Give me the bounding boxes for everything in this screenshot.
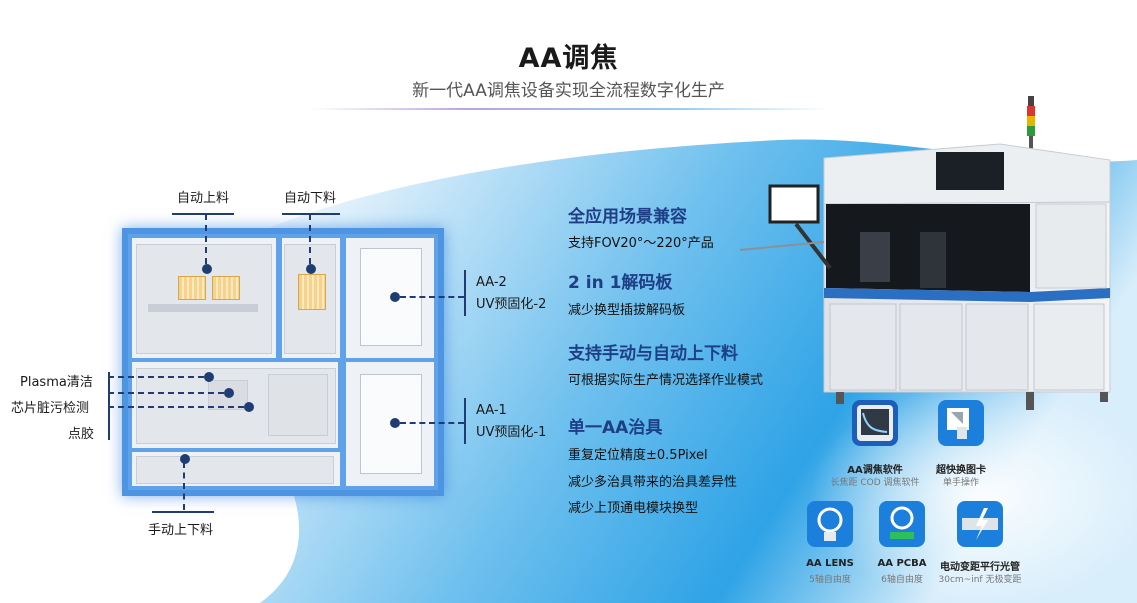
subtitle-divider [310,108,830,110]
icon-sublabel: 长焦距 COD 调焦软件 [830,478,920,488]
feature-text: 减少换型插拔解码板 [568,303,686,318]
icon-label: AA调焦软件 [847,465,903,476]
label-aa1-line2: UV预固化-1 [476,425,547,440]
aa-machine-illustration [740,96,1111,410]
icon-sublabel: 30cm~inf 无极变距 [938,575,1022,585]
marker-aa1 [390,418,400,428]
marker-manual [180,454,190,464]
marker-auto-unload [306,264,316,274]
icon-sublabel: 6轴自由度 [881,575,923,585]
marker-aa2 [390,292,400,302]
aa-lens-icon [807,501,853,547]
marker-plasma [204,372,214,382]
marker-dispense [244,402,254,412]
tray [212,276,240,300]
collimator-icon [957,501,1003,547]
label-dispense: 点胶 [68,427,95,442]
page-subtitle: 新一代AA调焦设备实现全流程数字化生产 [412,81,725,101]
tray [178,276,206,300]
icon-label: 电动变距平行光管 [940,562,1020,573]
feature-text: 减少多治具带来的治具差异性 [568,475,738,490]
quick-chart-change-icon [938,400,984,446]
feature-heading: 支持手动与自动上下料 [568,344,738,364]
marker-auto-load [202,264,212,274]
label-chip-check: 芯片脏污检测 [11,401,90,416]
label-auto-load: 自动上料 [177,191,230,206]
page-title: AA调焦 [518,43,619,74]
feature-heading: 全应用场景兼容 [568,207,687,227]
feature-text: 支持FOV20°～220°产品 [568,236,714,251]
feature-text: 可根据实际生产情况选择作业模式 [568,373,764,388]
layout-schematic [122,228,444,496]
label-aa2-line1: AA-2 [476,275,507,290]
aa-pcba-icon [879,501,925,547]
tray [298,274,326,310]
label-aa1-line1: AA-1 [476,403,507,418]
feature-heading: 单一AA治具 [568,418,663,438]
icon-label: AA PCBA [877,558,927,569]
feature-text: 减少上顶通电模块换型 [568,501,699,516]
feature-text: 重复定位精度±0.5Pixel [568,448,708,463]
icon-label: AA LENS [806,558,854,569]
label-manual: 手动上下料 [148,523,214,538]
icon-sublabel: 5轴自由度 [809,575,851,585]
aa-software-icon [852,400,898,446]
label-aa2-line2: UV预固化-2 [476,297,547,312]
icon-sublabel: 单手操作 [942,478,979,488]
label-plasma: Plasma清洁 [20,375,93,390]
feature-heading: 2 in 1解码板 [568,273,673,293]
marker-chip-check [224,388,234,398]
label-auto-unload: 自动下料 [284,191,337,206]
icon-label: 超快换图卡 [936,465,986,476]
